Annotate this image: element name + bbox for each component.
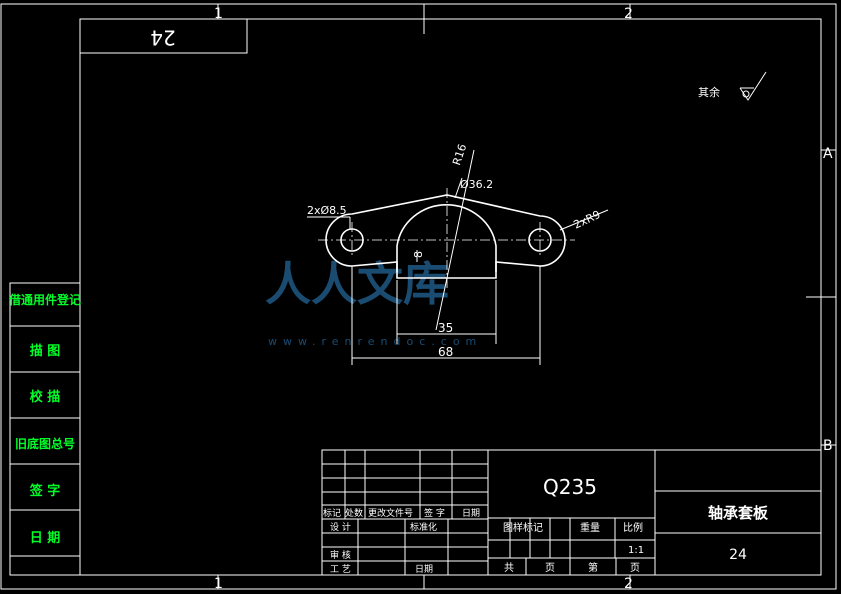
label-page-2: 页 [630,562,640,574]
dim-holes: 2xØ8.5 [307,204,347,217]
dim-width-inner: 35 [438,321,453,335]
side-label-5: 日 期 [30,531,61,546]
side-label-2: 校 描 [30,389,61,405]
dim-diameter: Ø36.2 [460,178,493,191]
zone-mark-A: A [823,146,833,162]
watermark-url: www.renrendoc.com [268,335,482,348]
title-block [321,449,822,576]
dim-width-outer: 68 [438,345,453,359]
roughness-symbol [739,71,767,101]
rev-header-doc: 更改文件号 [368,507,413,519]
side-label-1: 描 图 [30,343,61,359]
label-weight: 重量 [580,521,600,534]
zone-mark-B: B [823,438,833,454]
side-label-0: 借通用件登记 [8,292,81,307]
label-process: 工 艺 [330,564,351,575]
scale-value: 1:1 [628,545,644,556]
zone-ticks [217,4,836,589]
label-date: 日期 [415,564,433,575]
label-design: 设 计 [330,521,351,533]
drawing-number-rotated: 24 [150,26,175,50]
zone-mark-top-2: 2 [624,6,633,22]
drawing-number-box [79,18,248,54]
zone-mark-top-1: 1 [214,6,223,22]
label-page: 页 [545,562,555,574]
label-review: 审 核 [330,549,351,561]
zone-mark-bottom-2: 2 [624,576,633,592]
side-label-3: 旧底图总号 [15,436,75,451]
dim-height: 8 [412,251,425,258]
side-panel [9,282,81,576]
part-name: 轴承套板 [708,504,769,522]
dimension-lines [307,149,609,365]
material: Q235 [543,475,597,499]
dim-radius-top: R16 [450,142,469,167]
rev-header-date: 日期 [462,508,480,519]
rev-header-sign: 签 字 [424,507,445,519]
label-stage-mark: 图样标记 [503,521,543,534]
roughness-label: 其余 [698,85,720,99]
rev-header-mark: 标记 [323,507,341,519]
side-label-4: 签 字 [29,483,61,499]
center-lines [318,188,575,290]
label-standardize: 标准化 [410,521,437,533]
dim-radius-right: 2xR9 [572,208,603,232]
zone-mark-bottom-1: 1 [214,576,223,592]
label-scale: 比例 [623,521,643,534]
rev-header-count: 处数 [345,507,363,519]
label-total: 共 [504,562,514,574]
drawing-no: 24 [729,547,747,563]
label-sheet: 第 [588,561,598,574]
